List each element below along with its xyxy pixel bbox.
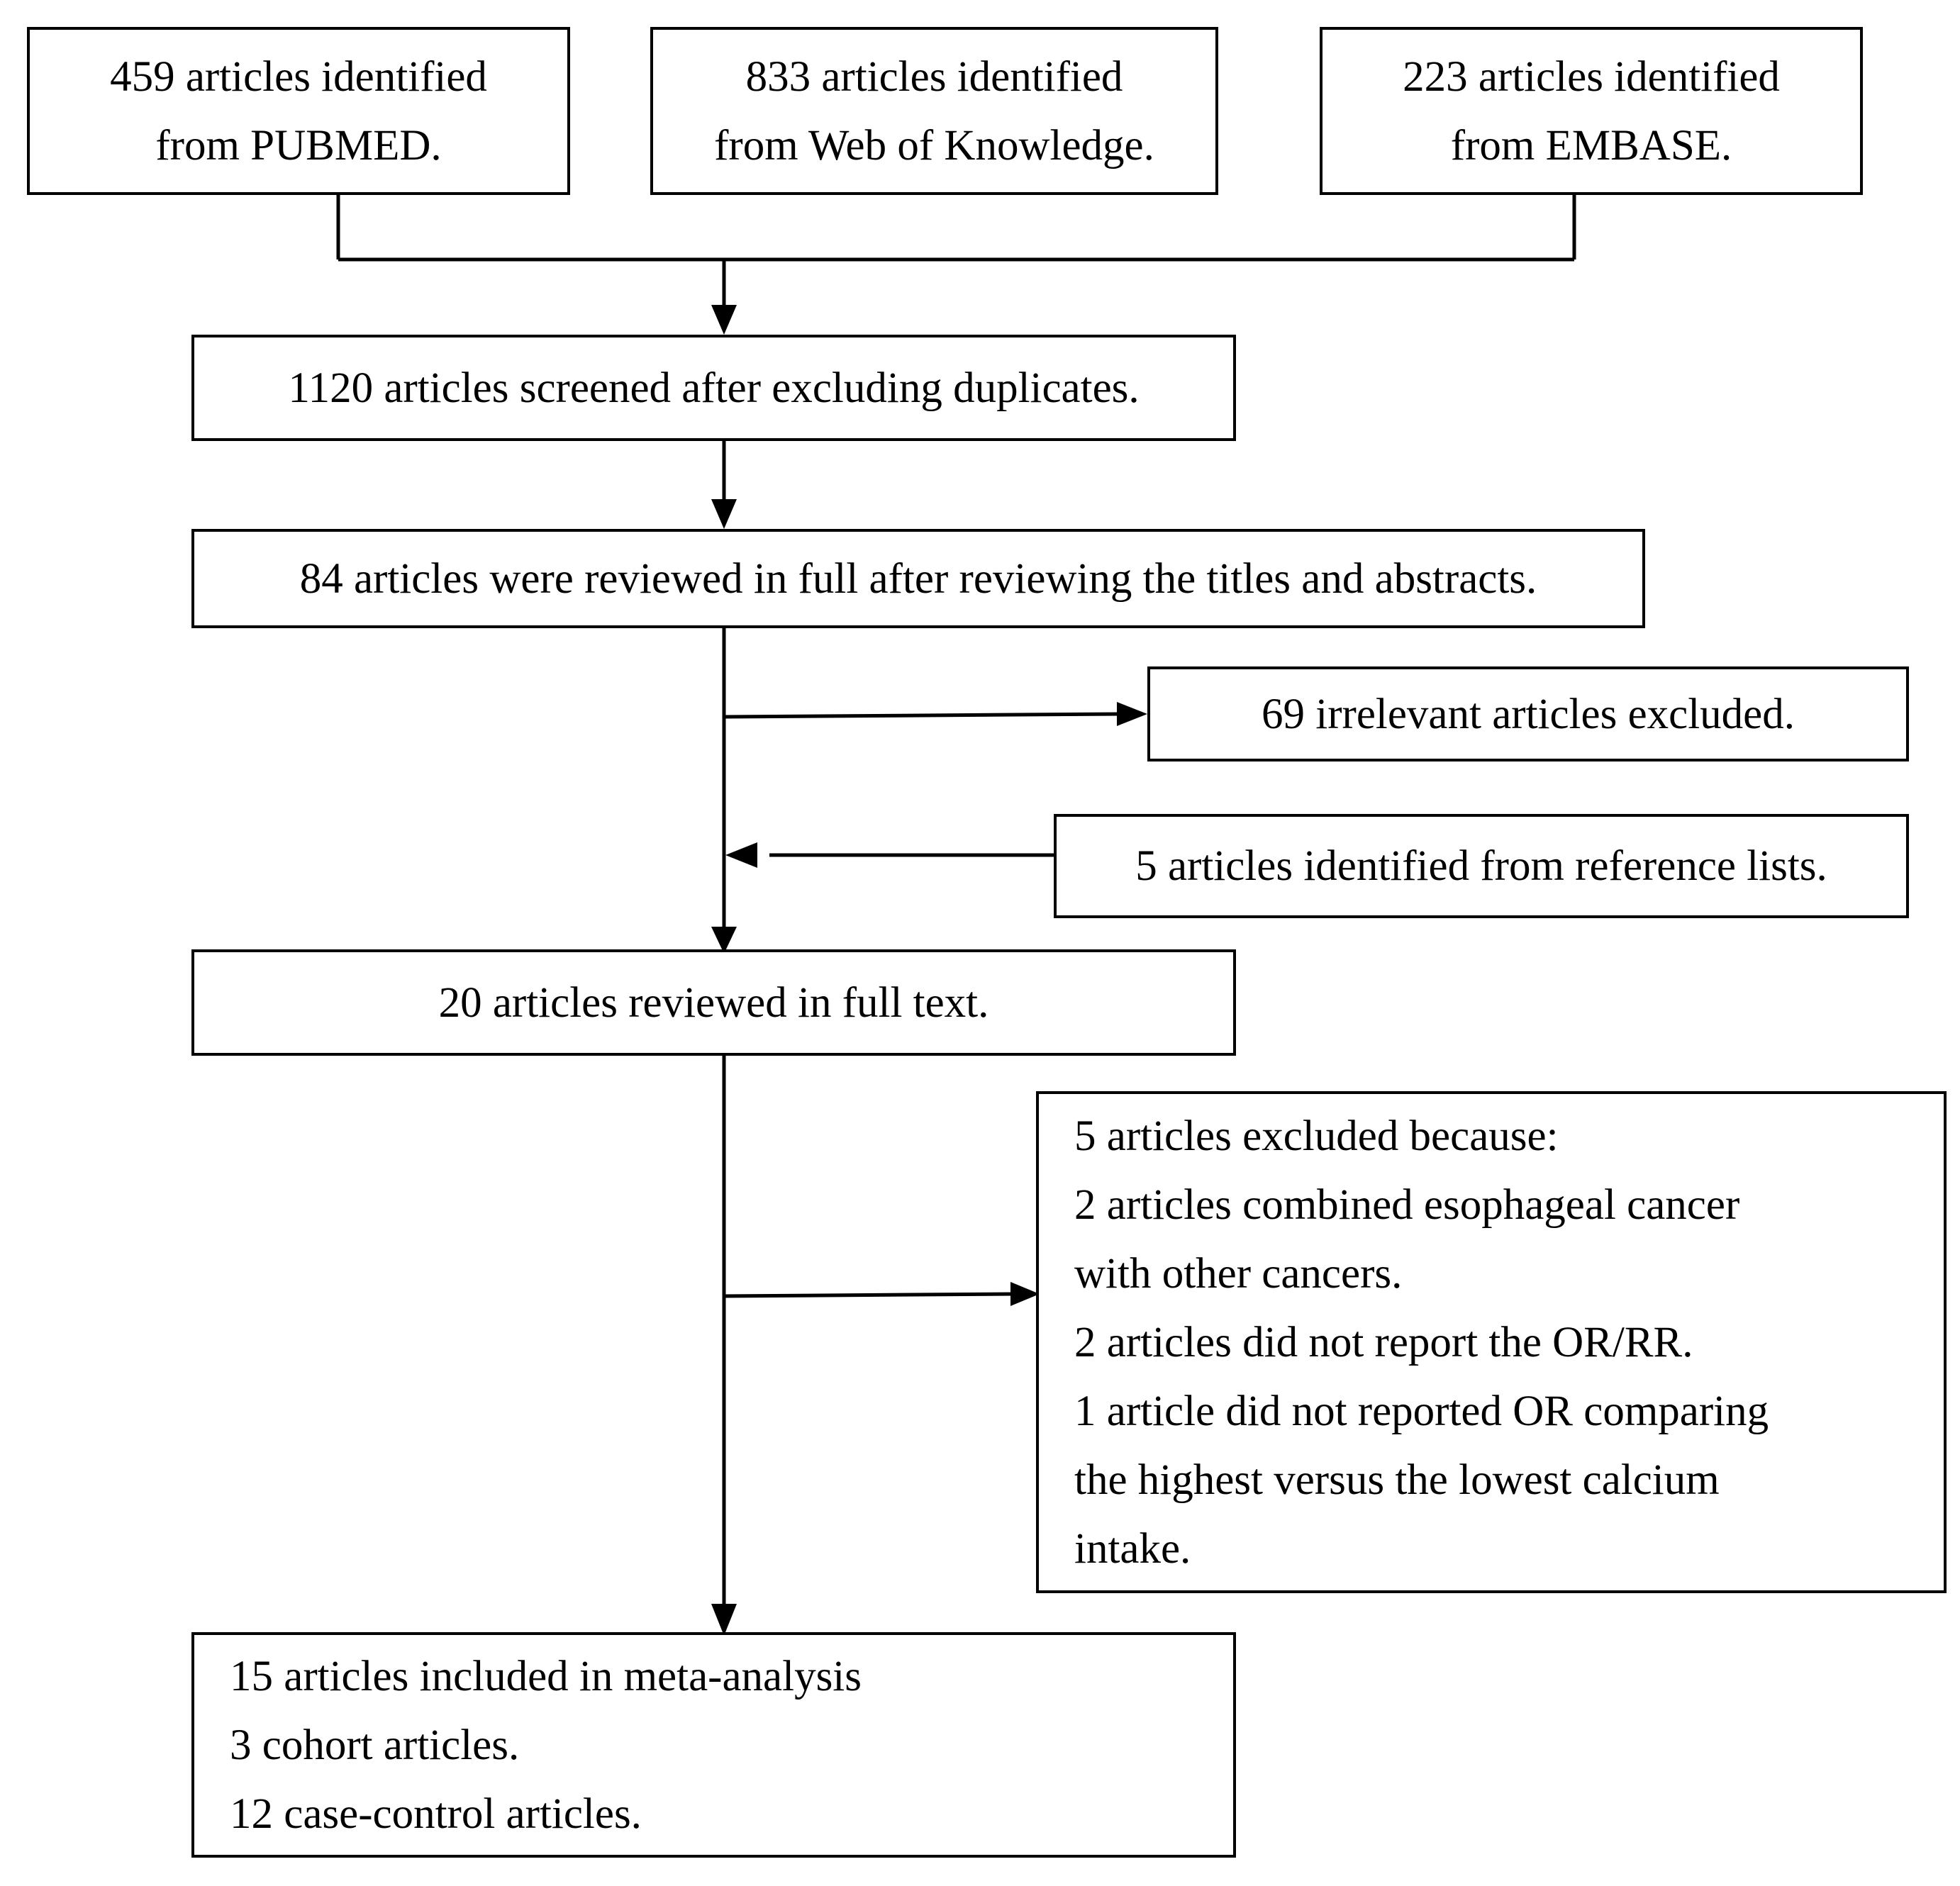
arrowhead-to-irrelevant xyxy=(1117,702,1147,726)
excluded-line-4: 2 articles did not report the OR/RR. xyxy=(1074,1318,1693,1366)
reviewed-full-text: 84 articles were reviewed in full after … xyxy=(299,554,1537,603)
arrowhead-to-reviewed xyxy=(711,499,737,529)
excluded-line-6: the highest versus the lowest calcium xyxy=(1074,1456,1720,1504)
excluded-line-2: 2 articles combined esophageal cancer xyxy=(1074,1181,1740,1229)
box-pubmed: 459 articles identified from PUBMED. xyxy=(27,27,570,195)
wok-line-1: 833 articles identified xyxy=(745,52,1123,101)
excluded-line-3: with other cancers. xyxy=(1074,1249,1403,1298)
arrowhead-to-excluded xyxy=(1010,1282,1040,1306)
irrelevant-excluded-text: 69 irrelevant articles excluded. xyxy=(1262,690,1795,738)
box-web-of-knowledge: 833 articles identified from Web of Know… xyxy=(650,27,1218,195)
arrowhead-to-full-text xyxy=(711,927,737,954)
box-embase: 223 articles identified from EMBASE. xyxy=(1320,27,1863,195)
box-full-text: 20 articles reviewed in full text. xyxy=(191,949,1236,1056)
connector-to-excluded xyxy=(723,1292,1015,1298)
arrowhead-from-references xyxy=(725,842,757,868)
pubmed-line-2: from PUBMED. xyxy=(155,121,442,169)
excluded-line-5: 1 article did not reported OR comparing xyxy=(1074,1387,1769,1435)
screened-text: 1120 articles screened after excluding d… xyxy=(288,364,1140,412)
box-reviewed-full: 84 articles were reviewed in full after … xyxy=(191,529,1645,628)
full-text-text: 20 articles reviewed in full text. xyxy=(438,978,989,1027)
included-line-2: 3 cohort articles. xyxy=(230,1721,520,1769)
connector-to-irrelevant xyxy=(723,712,1121,719)
embase-line-2: from EMBASE. xyxy=(1450,121,1732,169)
box-irrelevant-excluded: 69 irrelevant articles excluded. xyxy=(1147,666,1909,761)
box-included: 15 articles included in meta-analysis 3 … xyxy=(191,1632,1236,1858)
included-line-1: 15 articles included in meta-analysis xyxy=(230,1652,862,1700)
box-screened: 1120 articles screened after excluding d… xyxy=(191,335,1236,441)
included-line-3: 12 case-control articles. xyxy=(230,1790,642,1838)
embase-line-1: 223 articles identified xyxy=(1403,52,1780,101)
box-excluded: 5 articles excluded because: 2 articles … xyxy=(1036,1091,1947,1593)
excluded-line-7: intake. xyxy=(1074,1524,1191,1573)
pubmed-line-1: 459 articles identified xyxy=(110,52,487,101)
reference-lists-text: 5 articles identified from reference lis… xyxy=(1135,842,1827,890)
excluded-line-1: 5 articles excluded because: xyxy=(1074,1112,1559,1160)
arrowhead-to-screened xyxy=(711,305,737,335)
wok-line-2: from Web of Knowledge. xyxy=(714,121,1154,169)
box-reference-lists: 5 articles identified from reference lis… xyxy=(1054,814,1909,918)
arrowhead-to-included xyxy=(711,1604,737,1636)
